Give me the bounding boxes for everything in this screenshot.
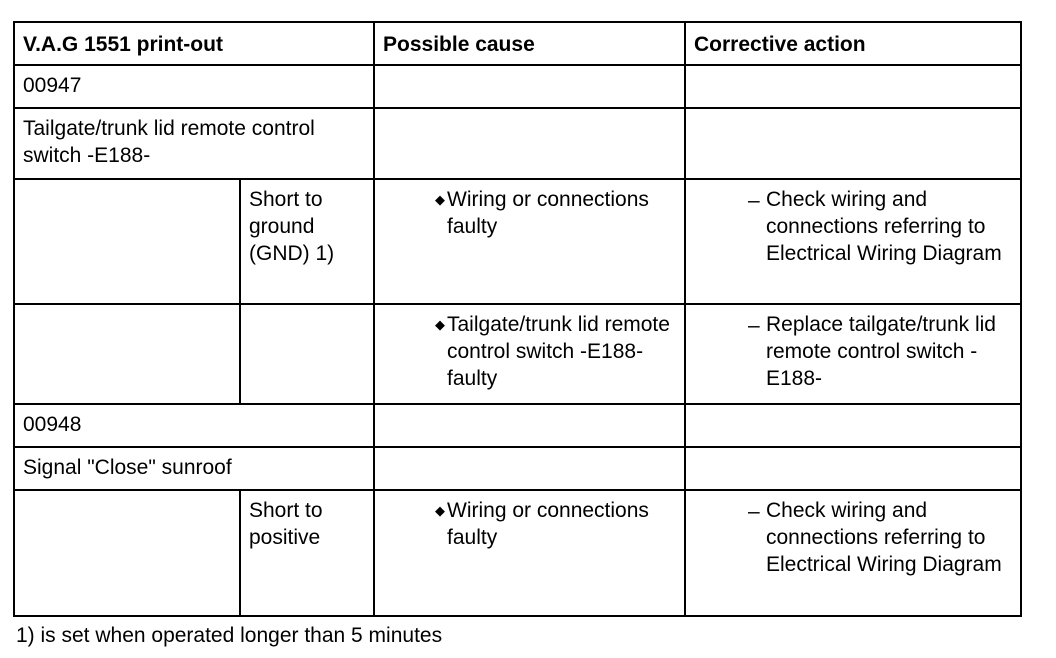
dash-marker: – bbox=[748, 189, 760, 212]
table-row: ◆ Tailgate/trunk lid remote control swit… bbox=[13, 303, 1022, 405]
corrective-action-cell: – Check wiring and connections referring… bbox=[684, 489, 1022, 617]
empty-cell bbox=[684, 403, 1022, 448]
bullet-marker: ◆ bbox=[435, 192, 445, 207]
empty-cell bbox=[13, 303, 241, 405]
possible-cause-cell: ◆ Tailgate/trunk lid remote control swit… bbox=[373, 303, 686, 405]
possible-cause-text: Tailgate/trunk lid remote control switch… bbox=[447, 313, 670, 390]
table-row: Short to positive ◆ Wiring or connection… bbox=[13, 489, 1022, 617]
empty-cell bbox=[373, 64, 686, 109]
table-header-row: V.A.G 1551 print-out Possible cause Corr… bbox=[13, 21, 1022, 66]
possible-cause-text: Wiring or connections faulty bbox=[447, 499, 649, 549]
table-row: 00948 bbox=[13, 403, 1022, 448]
empty-cell bbox=[684, 446, 1022, 491]
possible-cause-text: Wiring or connections faulty bbox=[447, 188, 649, 238]
table-row: Signal "Close" sunroof bbox=[13, 446, 1022, 491]
dash-marker: – bbox=[748, 500, 760, 523]
corrective-action-cell: – Check wiring and connections referring… bbox=[684, 178, 1022, 305]
fault-type: Short to ground (GND) 1) bbox=[239, 178, 375, 305]
possible-cause-cell: ◆ Wiring or connections faulty bbox=[373, 178, 686, 305]
corrective-action-text: Check wiring and connections referring t… bbox=[766, 188, 1002, 265]
header-possible-cause: Possible cause bbox=[373, 21, 686, 66]
empty-cell bbox=[684, 64, 1022, 109]
header-corrective-action: Corrective action bbox=[684, 21, 1022, 66]
empty-cell bbox=[684, 107, 1022, 180]
fault-description: Signal "Close" sunroof bbox=[13, 446, 375, 491]
corrective-action-text: Replace tailgate/trunk lid remote contro… bbox=[766, 313, 996, 390]
fault-code: 00948 bbox=[13, 403, 375, 448]
fault-type: Short to positive bbox=[239, 489, 375, 617]
table-row: Tailgate/trunk lid remote control switch… bbox=[13, 107, 1022, 180]
empty-cell bbox=[373, 107, 686, 180]
table-row: 00947 bbox=[13, 64, 1022, 109]
corrective-action-text: Check wiring and connections referring t… bbox=[766, 499, 1002, 576]
empty-cell bbox=[373, 446, 686, 491]
empty-cell bbox=[373, 403, 686, 448]
fault-type bbox=[239, 303, 375, 405]
possible-cause-cell: ◆ Wiring or connections faulty bbox=[373, 489, 686, 617]
empty-cell bbox=[13, 178, 241, 305]
corrective-action-cell: – Replace tailgate/trunk lid remote cont… bbox=[684, 303, 1022, 405]
fault-code: 00947 bbox=[13, 64, 375, 109]
bullet-marker: ◆ bbox=[435, 317, 445, 332]
bullet-marker: ◆ bbox=[435, 503, 445, 518]
fault-description: Tailgate/trunk lid remote control switch… bbox=[13, 107, 375, 180]
footnote: 1) is set when operated longer than 5 mi… bbox=[16, 624, 443, 647]
table-row: Short to ground (GND) 1) ◆ Wiring or con… bbox=[13, 178, 1022, 305]
empty-cell bbox=[13, 489, 241, 617]
header-printout: V.A.G 1551 print-out bbox=[13, 21, 375, 66]
dash-marker: – bbox=[748, 314, 760, 337]
fault-code-table: V.A.G 1551 print-out Possible cause Corr… bbox=[13, 21, 1022, 617]
